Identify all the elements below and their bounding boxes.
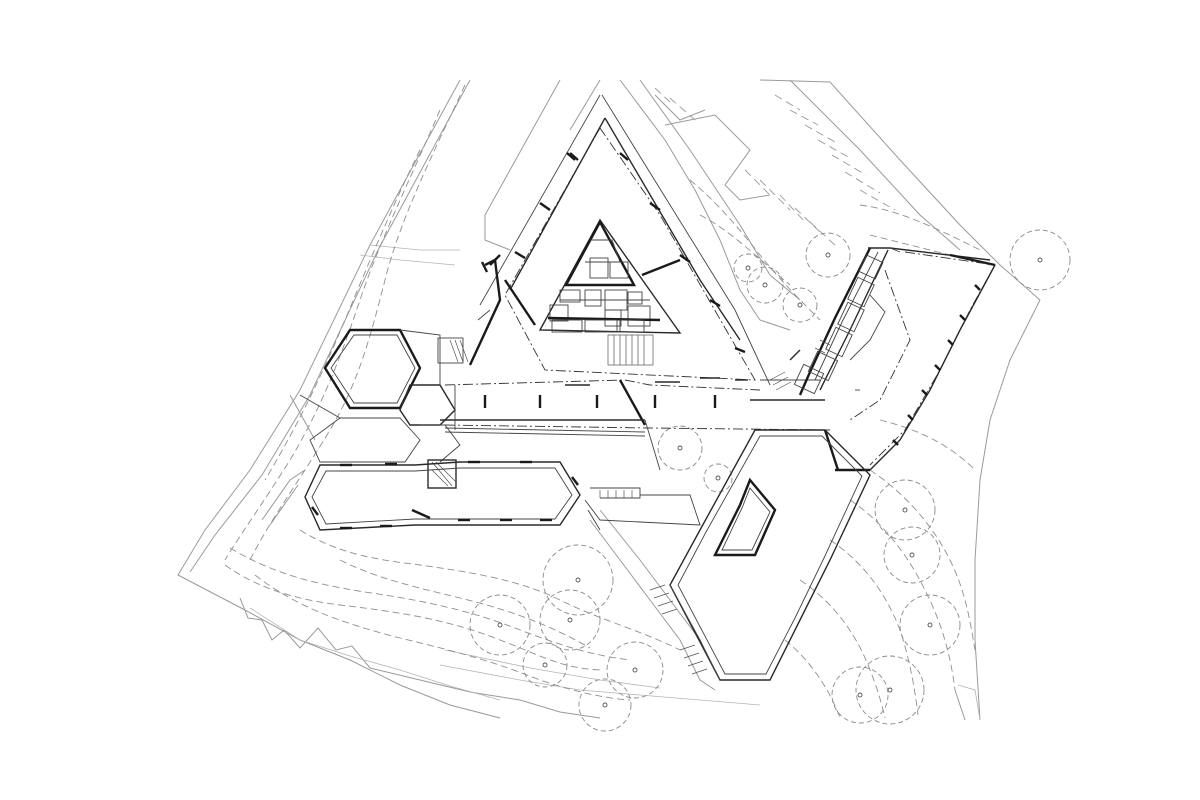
- elongated-hexagonal-wing: [304, 460, 701, 531]
- stairs: [649, 584, 708, 675]
- stairs: [449, 339, 469, 363]
- hexagonal-pavilion: [323, 258, 502, 430]
- stairs: [431, 461, 457, 487]
- topographic-contours: [224, 84, 991, 719]
- triangular-courtyard-building: [479, 94, 771, 426]
- stairs: [769, 339, 831, 391]
- stairs: [607, 334, 654, 366]
- east-angled-wing: [769, 247, 996, 472]
- site-boundary: [177, 79, 1041, 721]
- trees: [469, 229, 1071, 732]
- parking-area: [654, 87, 896, 249]
- south-block-with-light-well: [649, 429, 871, 681]
- connecting-corridor: [440, 379, 831, 471]
- middle-hex-cluster: [299, 394, 461, 489]
- stairs: [599, 490, 633, 498]
